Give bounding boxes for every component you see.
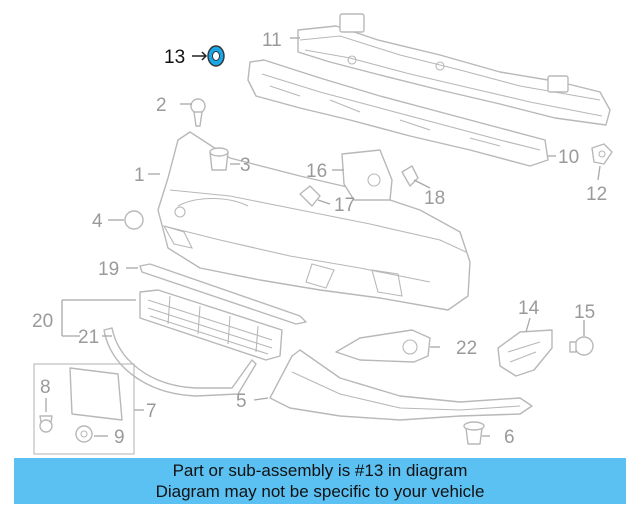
callout-15: 15 <box>574 302 595 323</box>
callout-5: 5 <box>236 391 247 412</box>
leader-lines <box>45 37 601 437</box>
callout-13: 13 <box>164 47 185 68</box>
callout-1: 1 <box>134 165 145 186</box>
part-19-strip <box>139 263 307 325</box>
part-22-bezel <box>335 329 431 363</box>
part-8-screw <box>39 415 53 433</box>
part-15-clip <box>569 336 594 356</box>
part-10-energy-absorber <box>247 59 549 167</box>
part-4-cap <box>124 210 144 230</box>
callout-21: 21 <box>78 327 99 348</box>
callout-10: 10 <box>558 147 579 168</box>
part-3-grommet <box>209 147 229 171</box>
part-2-pin <box>190 98 206 127</box>
callout-9: 9 <box>114 427 125 448</box>
callout-numbers: 11 13 2 3 1 4 10 12 16 17 18 19 20 21 22… <box>32 30 607 448</box>
part-20-grille <box>139 289 283 361</box>
banner-line-1: Part or sub-assembly is #13 in diagram <box>172 461 468 480</box>
part-12-bolt <box>591 143 613 165</box>
part-14-bracket <box>497 329 553 377</box>
part-11-reinforcement-bar <box>297 13 611 126</box>
part-6-screw <box>463 421 485 445</box>
part-9-nut <box>75 425 93 443</box>
callout-2: 2 <box>156 95 167 116</box>
part-18-clip <box>401 165 419 187</box>
callout-18: 18 <box>424 188 445 209</box>
callout-20: 20 <box>32 311 53 332</box>
callout-14: 14 <box>518 298 540 319</box>
part-7-license-plate <box>33 363 135 455</box>
callout-19: 19 <box>98 259 119 280</box>
part-13-nut <box>207 45 225 67</box>
part-17-clip <box>299 185 321 207</box>
callout-12: 12 <box>586 184 607 205</box>
callout-8: 8 <box>40 377 51 398</box>
callout-22: 22 <box>456 338 477 359</box>
callout-11: 11 <box>262 30 282 51</box>
banner-line-2: Diagram may not be specific to your vehi… <box>155 482 485 501</box>
callout-4: 4 <box>92 211 103 232</box>
part-16-cover <box>341 149 393 201</box>
info-banner: Part or sub-assembly is #13 in diagram D… <box>14 458 626 504</box>
callout-3: 3 <box>240 155 251 176</box>
part-1-bumper-cover <box>157 131 471 311</box>
callout-17: 17 <box>334 195 355 216</box>
callout-16: 16 <box>306 161 327 182</box>
part-5-spoiler <box>269 349 533 421</box>
callout-7: 7 <box>146 401 157 422</box>
part-21-trim <box>103 327 257 397</box>
callout-6: 6 <box>504 427 515 448</box>
